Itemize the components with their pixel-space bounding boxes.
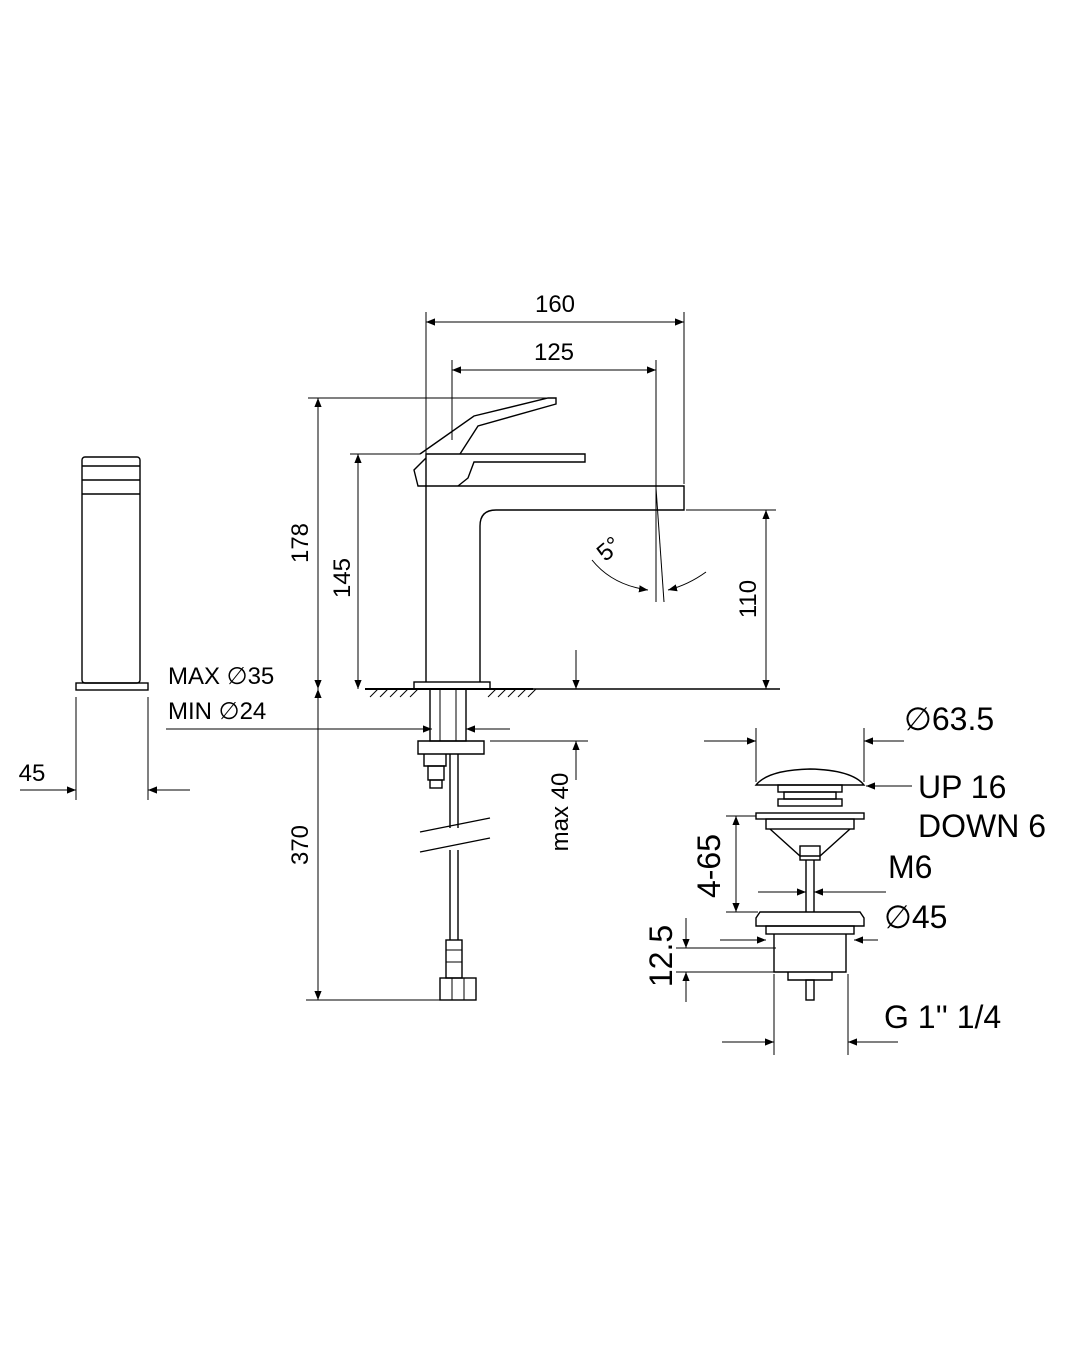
- waste-dimension-lines: [676, 728, 912, 1055]
- label-thread: G 1'' 1/4: [884, 999, 1001, 1035]
- dim-flange-height: 12.5: [643, 925, 679, 987]
- dim-spout-reach: 125: [534, 339, 574, 366]
- dim-side-width: 45: [19, 760, 46, 787]
- waste-drawing: [754, 768, 866, 1001]
- faucet-body: [365, 397, 780, 1001]
- dim-tilt-angle: 5°: [592, 532, 627, 567]
- dim-cap-diameter: ∅63.5: [904, 701, 994, 737]
- label-stroke-down: DOWN 6: [918, 808, 1046, 844]
- faucet-dimension-lines: [166, 312, 776, 1001]
- side-view: [20, 456, 190, 800]
- dim-hose-length: 370: [287, 825, 314, 865]
- dim-deck-thickness: max 40: [547, 773, 574, 852]
- deck-hatching: [369, 688, 537, 698]
- label-hole-max: MAX ∅35: [168, 663, 274, 690]
- label-stroke-up: UP 16: [918, 769, 1006, 805]
- label-thread-rod: M6: [888, 849, 932, 885]
- dim-handle-height: 145: [329, 558, 356, 598]
- dim-overall-length: 160: [535, 291, 575, 318]
- dim-spout-height: 110: [735, 580, 762, 618]
- dim-depth-range: 4-65: [691, 834, 727, 898]
- dim-flange-diameter: ∅45: [884, 899, 947, 935]
- label-hole-min: MIN ∅24: [168, 698, 266, 725]
- dim-overall-height: 178: [287, 523, 314, 563]
